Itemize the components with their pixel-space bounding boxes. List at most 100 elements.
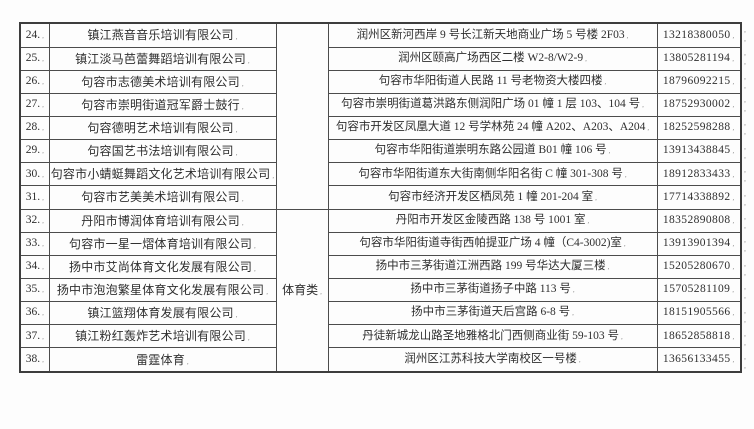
address-cell[interactable]: 丹阳市开发区金陵西路 138 号 1001 室, — [327, 208, 658, 233]
address-cell[interactable]: 丹徒新城龙山路圣地雅格北门西侧商业街 59-103 号, — [327, 324, 658, 349]
cell-text: 38. — [25, 352, 41, 365]
address-cell[interactable]: 句容市崇明街道葛洪路东侧润阳广场 01 幢 1 层 103、104 号, — [327, 92, 658, 117]
category-cell[interactable] — [275, 22, 329, 210]
company-name-cell[interactable]: 扬中市艾尚体育文化发展有限公司, — [48, 254, 277, 279]
row-number-cell[interactable]: 27., — [19, 92, 50, 117]
row-number-cell[interactable]: 29., — [19, 139, 50, 164]
table-row: 32.,丹阳市博润体育培训有限公司,体育类,丹阳市开发区金陵西路 138 号 1… — [19, 208, 742, 373]
address-cell[interactable]: 润州区颐高广场西区二楼 W2-8/W2-9, — [327, 46, 658, 71]
address-cell[interactable]: 句容市华阳街道东大街南侧华阳名街 C 幢 301-308 号, — [327, 162, 658, 187]
company-name-cell[interactable]: 句容市志德美术培训有限公司, — [48, 69, 277, 94]
phone-cell[interactable]: 17714338892, — [656, 185, 742, 210]
formatting-mark: , — [732, 124, 735, 133]
company-name-cell[interactable]: 雷霆体育, — [48, 347, 277, 373]
row-number-cell[interactable]: 24., — [19, 22, 50, 48]
address-cell[interactable]: 句容市华阳街道崇明东路公园道 B01 幢 106 号, — [327, 139, 658, 164]
formatting-mark: , — [607, 263, 610, 272]
phone-cell[interactable]: 15205280670, — [656, 254, 742, 279]
cell-text: 镇江粉红轰炸艺术培训有限公司 — [75, 329, 246, 344]
row-number-cell[interactable]: 32., — [19, 208, 50, 233]
company-name-cell[interactable]: 镇江燕音音乐培训有限公司, — [48, 22, 277, 48]
row-number-cell[interactable]: 25., — [19, 46, 50, 71]
address-cell[interactable]: 扬中市三茅街道江洲西路 199 号华达大厦三楼, — [327, 254, 658, 279]
cell-text: 扬中市艾尚体育文化发展有限公司 — [69, 259, 253, 274]
phone-cell[interactable]: 18352890808, — [656, 208, 742, 233]
formatting-mark: , — [42, 193, 44, 202]
phone-cell[interactable]: 18652858818, — [656, 324, 742, 349]
cell-text: 24. — [25, 28, 41, 41]
formatting-mark: , — [732, 332, 735, 341]
company-name-cell[interactable]: 句容市艺美美术培训有限公司, — [48, 185, 277, 210]
formatting-mark: , — [626, 31, 629, 40]
row-number-cell[interactable]: 38., — [19, 347, 50, 373]
cell-text: 镇江篮翔体育发展有限公司 — [87, 306, 234, 321]
cell-text: 丹徒新城龙山路圣地雅格北门西侧商业街 59-103 号 — [362, 329, 620, 342]
formatting-mark: , — [241, 195, 244, 204]
company-name-cell[interactable]: 镇江粉红轰炸艺术培训有限公司, — [48, 324, 277, 349]
address-cell[interactable]: 润州区新河西岸 9 号长江新天地商业广场 5 号楼 2F03, — [327, 22, 658, 48]
phone-cell[interactable]: 18151905566, — [656, 301, 742, 326]
row-number-cell[interactable]: 33., — [19, 231, 50, 256]
row-end-mark: , , — [744, 24, 748, 43]
address-cell[interactable]: 扬中市三茅街道天后宫路 6-8 号, — [327, 301, 658, 326]
address-cell[interactable]: 句容市华阳街道人民路 11 号老物资大楼四楼, — [327, 69, 658, 94]
phone-cell[interactable]: 18796092215, — [656, 69, 742, 94]
company-name-cell[interactable]: 镇江淡马芭蕾舞蹈培训有限公司, — [48, 46, 277, 71]
row-end-mark: , , — [744, 211, 748, 230]
row-number-cell[interactable]: 28., — [19, 115, 50, 141]
phone-cell[interactable]: 13913901394, — [656, 231, 742, 256]
company-name-cell[interactable]: 扬中市泡泡繁星体育文化发展有限公司, — [48, 277, 277, 303]
row-number-cell[interactable]: 30., — [19, 162, 50, 187]
cell-text: 丹阳市开发区金陵西路 138 号 1001 室 — [395, 213, 586, 226]
formatting-mark: , — [247, 56, 250, 65]
phone-cell[interactable]: 13913438845, — [656, 139, 742, 164]
phone-cell[interactable]: 18252598288, — [656, 115, 742, 141]
row-number-cell[interactable]: 26., — [19, 69, 50, 94]
phone-cell[interactable]: 18912833433, — [656, 162, 742, 187]
formatting-mark: , — [241, 79, 244, 88]
cell-text: 36. — [25, 306, 41, 319]
address-cell[interactable]: 句容市开发区凤凰大道 12 号学林苑 24 幢 A202、A203、A204, — [327, 115, 658, 141]
cell-text: 雷霆体育 — [136, 352, 185, 367]
company-name-cell[interactable]: 句容国艺书法培训有限公司, — [48, 139, 277, 164]
row-number-cell[interactable]: 31., — [19, 185, 50, 210]
cell-text: 18352890808 — [662, 213, 731, 226]
formatting-mark: , — [732, 263, 735, 272]
formatting-mark: , — [42, 170, 44, 179]
cell-text: 13218380050 — [662, 28, 731, 41]
formatting-mark: , — [732, 216, 735, 225]
cell-text: 30. — [25, 167, 41, 180]
address-cell[interactable]: 润州区江苏科技大学南校区一号楼, — [327, 347, 658, 373]
cell-text: 32. — [25, 213, 41, 226]
formatting-mark: , — [42, 309, 44, 318]
address-cell[interactable]: 句容市经济开发区栖凤苑 1 幢 201-204 室, — [327, 185, 658, 210]
cell-text: 18912833433 — [662, 167, 731, 180]
phone-cell[interactable]: 15705281109, — [656, 277, 742, 303]
company-name-cell[interactable]: 句容市崇明街道冠军爵士鼓行, — [48, 92, 277, 117]
row-number-cell[interactable]: 37., — [19, 324, 50, 349]
company-name-cell[interactable]: 句容市一星一熠体育培训有限公司, — [48, 231, 277, 256]
row-end-mark: , , — [744, 94, 748, 113]
cell-text: 句容市艺美美术培训有限公司 — [81, 190, 240, 205]
address-cell[interactable]: 句容市华阳街道寺街西帕提亚广场 4 幢（C4-3002)室, — [327, 231, 658, 256]
phone-cell[interactable]: 13805281194, — [656, 46, 742, 71]
row-number-cell[interactable]: 36., — [19, 301, 50, 326]
company-name-cell[interactable]: 句容德明艺术培训有限公司, — [48, 115, 277, 141]
row-end-mark: , , — [744, 48, 748, 67]
row-number-cell[interactable]: 35., — [19, 277, 50, 303]
phone-cell[interactable]: 13218380050, — [656, 22, 742, 48]
company-name-cell[interactable]: 镇江篮翔体育发展有限公司, — [48, 301, 277, 326]
cell-text: 句容市华阳街道崇明东路公园道 B01 幢 106 号 — [374, 144, 607, 157]
formatting-mark: , — [272, 172, 275, 181]
cell-text: 句容市崇明街道葛洪路东侧润阳广场 01 幢 1 层 103、104 号 — [341, 98, 641, 111]
table-row: 24.,镇江燕音音乐培训有限公司,润州区新河西岸 9 号长江新天地商业广场 5 … — [19, 22, 742, 210]
row-number-cell[interactable]: 34., — [19, 254, 50, 279]
address-cell[interactable]: 扬中市三茅街道扬子中路 113 号, — [327, 277, 658, 303]
company-name-cell[interactable]: 句容市小蜻蜓舞蹈文化艺术培训有限公司, — [48, 162, 277, 187]
phone-cell[interactable]: 18752930002, — [656, 92, 742, 117]
phone-cell[interactable]: 13656133455, — [656, 347, 742, 373]
company-name-cell[interactable]: 丹阳市博润体育培训有限公司, — [48, 208, 277, 233]
cell-text: 15205280670 — [662, 260, 731, 273]
category-cell[interactable]: 体育类, — [275, 208, 329, 373]
formatting-mark: , — [42, 286, 44, 295]
